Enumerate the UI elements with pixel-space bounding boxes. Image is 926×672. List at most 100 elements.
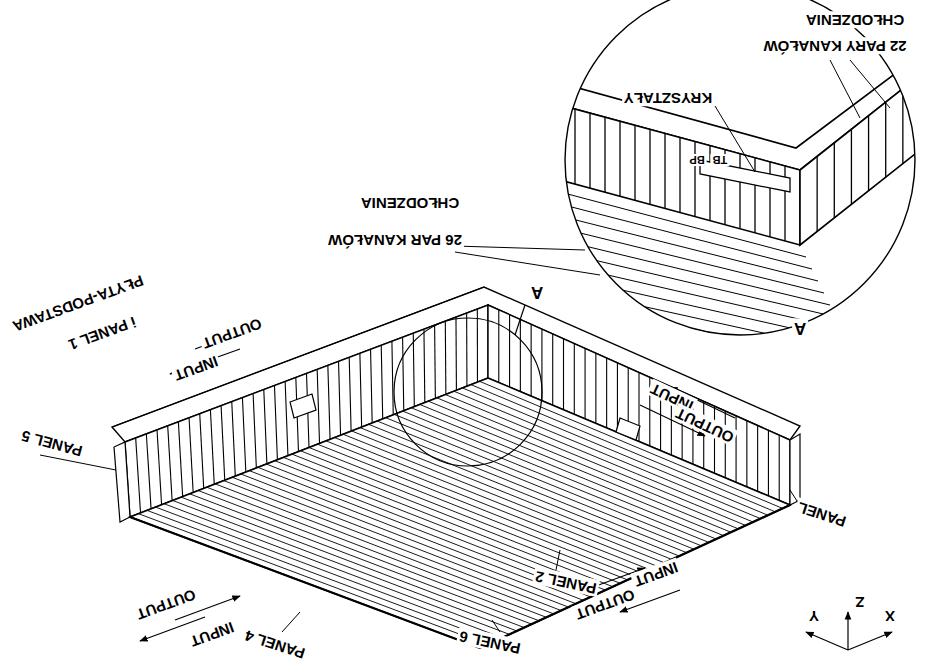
cooling-channel	[392, 341, 393, 415]
part-label: PANEL 6	[456, 627, 524, 657]
detail-circle	[394, 318, 542, 466]
detail-circle	[565, 0, 915, 335]
part-label: 22 PARY KANAŁÓW	[761, 38, 908, 55]
cooling-channel	[210, 410, 214, 485]
callout-letter: A	[529, 283, 545, 302]
cooling-channel	[619, 121, 620, 196]
leader-line	[556, 550, 560, 570]
cooling-channel	[509, 315, 510, 387]
part-label: KRYSZTAŁY	[622, 90, 714, 107]
cooling-channel	[617, 363, 618, 433]
cooling-channel	[371, 349, 373, 423]
cooling-channel	[173, 500, 517, 631]
cooling-channel	[498, 310, 499, 383]
cooling-channel	[589, 113, 590, 188]
part-label: INPUT	[170, 352, 222, 384]
flow-arrow	[806, 632, 848, 650]
cooling-channel	[242, 398, 245, 472]
cooling-channel	[851, 129, 852, 204]
part-label: OUTPUT	[198, 314, 265, 352]
cooling-channel	[413, 333, 414, 406]
axis-label: Y	[807, 608, 821, 625]
cooling-channel	[885, 102, 886, 177]
cooling-channel	[560, 336, 878, 401]
part-label: PANEL 2	[532, 567, 600, 597]
cooling-channel	[462, 388, 767, 515]
flow-arrow	[848, 632, 892, 650]
cooling-channel	[360, 353, 362, 427]
cooling-channel	[136, 438, 141, 513]
cooling-channel	[477, 309, 478, 382]
cooling-channel	[560, 312, 866, 377]
cooling-channel	[769, 162, 770, 237]
part-label: PANEL 4	[241, 626, 309, 662]
part-label: OUTPUT	[672, 404, 738, 447]
cooling-channel	[694, 142, 695, 217]
cooling-channel	[664, 133, 665, 208]
cooling-channel	[736, 416, 737, 482]
pipe-stub	[616, 418, 640, 440]
cooling-channel	[181, 497, 524, 627]
cooling-channel	[595, 353, 596, 423]
cooling-channel	[403, 411, 716, 539]
part-label: 26 PAR KANAŁÓW	[326, 232, 464, 249]
cooling-channel	[349, 357, 351, 431]
cooling-channel	[454, 391, 761, 518]
leader-line	[492, 620, 500, 632]
cooling-channel	[634, 125, 635, 200]
cooling-channel	[868, 116, 869, 191]
cooling-channel	[816, 156, 817, 231]
leader-line	[455, 246, 585, 250]
cooling-channel	[369, 424, 687, 552]
slab-drawing	[112, 287, 800, 648]
part-label: INPUT	[186, 618, 238, 650]
crystal-surface	[130, 378, 790, 648]
cooling-channel	[394, 414, 709, 542]
part-label: PANEL 5	[18, 426, 86, 459]
panel-end	[114, 442, 130, 522]
cooling-channel	[754, 158, 755, 233]
cooling-channel	[679, 138, 680, 213]
cooling-channel	[574, 109, 575, 184]
cooling-channel	[768, 430, 769, 496]
cooling-channel	[574, 344, 575, 415]
cooling-channel	[381, 345, 382, 419]
cooling-channel	[274, 386, 277, 460]
cooling-channel	[328, 365, 330, 439]
cooling-channel	[411, 408, 723, 536]
cooling-channel	[147, 510, 495, 641]
cooling-channel	[317, 369, 319, 443]
cooling-channel	[604, 117, 605, 192]
leader-line	[455, 252, 600, 275]
part-label: BP	[687, 154, 706, 166]
cooling-channel	[746, 421, 747, 487]
part-label: CHŁODZENIA	[804, 12, 906, 29]
cooling-channel	[285, 382, 288, 456]
cooling-channel	[585, 348, 586, 418]
cooling-channel	[739, 154, 740, 229]
cooling-channel	[403, 337, 404, 410]
callout-letter: A	[792, 319, 808, 338]
cooling-channel	[164, 504, 509, 635]
cooling-channel	[779, 435, 780, 500]
leader-line	[282, 612, 300, 632]
cooling-channel	[339, 361, 341, 435]
part-label: i PANEL 1	[64, 313, 139, 354]
cooling-channel	[178, 422, 182, 497]
cooling-channel	[714, 406, 715, 473]
cooling-channel	[157, 430, 162, 505]
detail-view	[560, 0, 920, 401]
cooling-channel	[168, 426, 172, 501]
axis-label: X	[883, 608, 897, 625]
cooling-channel	[649, 129, 650, 204]
flow-arrow	[847, 612, 848, 650]
part-label: INPUT	[630, 558, 682, 590]
cooling-channel	[531, 324, 532, 396]
part-label: OUTPUT	[132, 585, 199, 623]
panel-end	[790, 434, 800, 505]
cooling-channel	[834, 143, 835, 218]
cooling-channel	[466, 313, 467, 386]
